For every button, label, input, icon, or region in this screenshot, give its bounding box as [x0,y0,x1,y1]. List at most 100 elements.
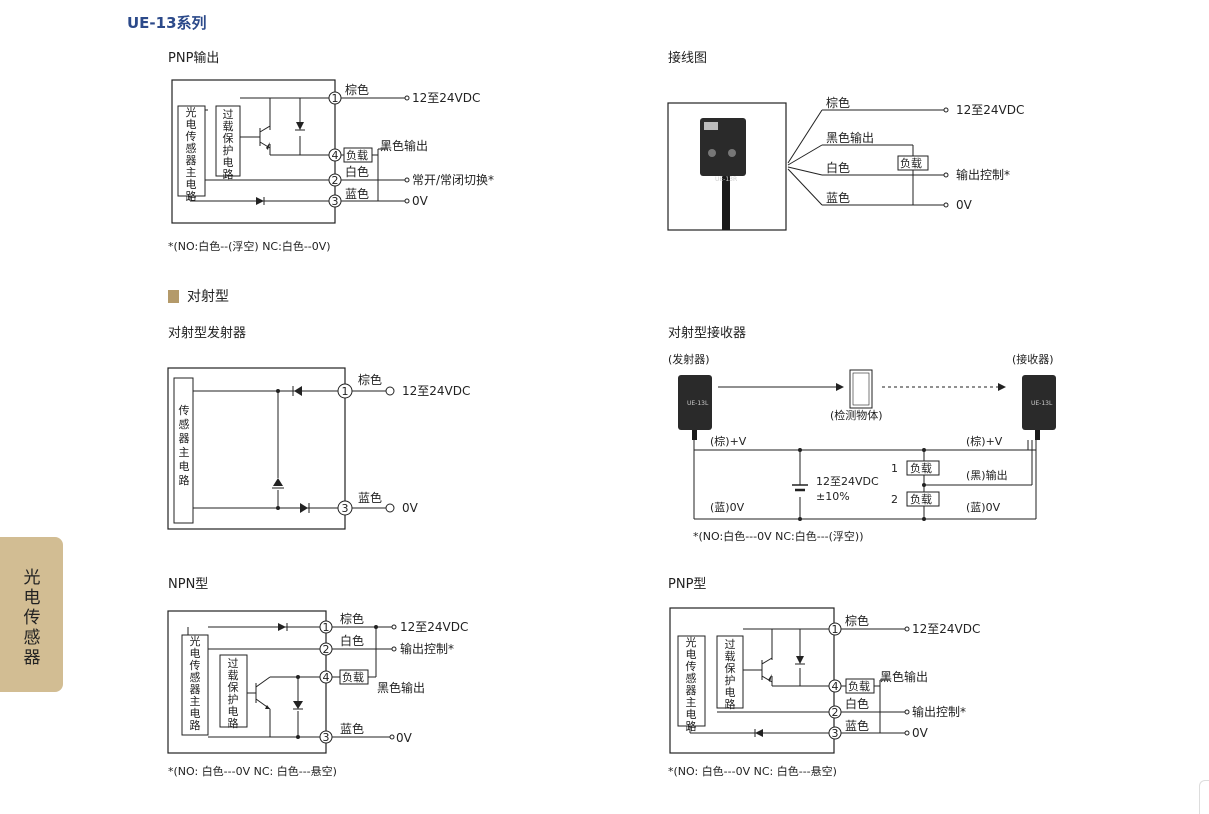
receiver-receiver-label: (接收器) [1012,352,1054,366]
receiver-supply-line2: ±10% [816,490,850,503]
npn-pin2: 2 [323,643,330,656]
pnp-bottom-pin1: 1 [832,623,839,636]
npn-note: *(NO: 白色---0V NC: 白色---悬空) [168,765,337,778]
receiver-emitter-model: UE-13L [687,400,709,407]
wiring-sensor-model: UE-13R [715,176,737,183]
pnp-top-load: 负载 [346,148,368,162]
pnp-bottom-protect-circuit-label: 过载保护电路 [725,638,736,711]
pnp-top-brown: 棕色 [345,82,369,97]
sensor-body-image [700,118,746,176]
pnp-bottom-0v: 0V [912,726,929,740]
emitter-title: 对射型发射器 [168,326,247,341]
npn-load: 负载 [342,670,364,684]
npn-protect-circuit-label: 过载保护电路 [228,657,239,730]
receiver-load2-num: 2 [891,493,898,506]
pnp-top-pin4: 4 [332,149,339,162]
pnp-bottom-pin4: 4 [832,680,839,693]
section-marker-icon [168,289,179,303]
receiver-blue-right: (蓝)0V [966,501,1001,514]
pnp-bottom-brown: 棕色 [845,613,869,628]
pnp-top-main-circuit-label: 光电传感器主电路 [186,105,197,203]
wiring-black-out: 黑色输出 [826,130,874,145]
pnp-output-title: PNP输出 [168,51,220,66]
emitter-main-circuit-label: 传感器主电路 [179,404,190,487]
wiring-supply: 12至24VDC [956,103,1024,117]
pnp-output-diagram: 光电传感器主电路 过载保护电路 1 4 2 3 棕色 负载 黑色输出 白色 蓝色… [171,79,494,224]
pnp-top-black-out: 黑色输出 [380,138,428,153]
receiver-supply-line1: 12至24VDC [816,475,879,488]
pnp-top-pin3: 3 [332,195,339,208]
category-side-tab-label: 光电传感器 [23,568,41,668]
pnp-bottom-pin3: 3 [832,727,839,740]
pnp-bottom-diagram: 光电传感器主电路 过载保护电路 1 4 2 3 棕色 负载 黑色输出 白色 蓝色… [669,607,980,754]
pnp-bottom-main-circuit-label: 光电传感器主电路 [686,635,697,733]
receiver-load1-num: 1 [891,462,898,475]
emitter-blue: 蓝色 [358,491,382,505]
pnp-bottom-white: 白色 [845,696,869,711]
npn-pin3: 3 [323,731,330,744]
receiver-diagram: (发射器) (接收器) UE-13L UE-13L (检测物体) (棕)+V [668,352,1056,521]
pnp-top-supply: 12至24VDC [412,91,480,105]
receiver-plus-v-right: (棕)+V [966,434,1003,448]
receiver-plus-v-left: (棕)+V [710,434,747,448]
npn-pin1: 1 [323,621,330,634]
npn-supply: 12至24VDC [400,620,468,634]
wiring-diagram-title: 接线图 [668,51,708,66]
receiver-load2: 负载 [910,492,932,506]
wiring-0v: 0V [956,198,973,212]
receiver-object-label: (检测物体) [830,408,883,422]
pnp-output-note: *(NO:白色--(浮空) NC:白色--0V) [168,240,331,253]
wiring-blue: 蓝色 [826,191,850,205]
wiring-brown: 棕色 [826,95,850,110]
npn-0v: 0V [396,731,413,745]
emitter-pin3: 3 [342,502,349,515]
emitter-sensor-image [678,375,712,430]
receiver-title: 对射型接收器 [668,326,747,341]
pnp-top-blue: 蓝色 [345,187,369,201]
npn-main-circuit-label: 光电传感器主电路 [190,634,201,732]
wiring-white: 白色 [826,160,850,175]
pnp-top-switch: 常开/常闭切换* [412,173,494,187]
receiver-black-out: (黑)输出 [966,468,1008,482]
receiver-note: *(NO:白色---0V NC:白色---(浮空)) [693,530,864,543]
pnp-bottom-output-control: 输出控制* [912,704,966,719]
section-heading-text: 对射型 [187,289,229,305]
receiver-blue-left: (蓝)0V [710,501,745,514]
npn-white: 白色 [340,633,364,648]
pnp-bottom-supply: 12至24VDC [912,622,980,636]
emitter-diagram: 传感器主电路 1 3 棕色 蓝色 12至24VDC 0V [167,367,470,530]
pnp-bottom-note: *(NO: 白色---0V NC: 白色---悬空) [668,765,837,778]
wiring-output-control: 输出控制* [956,167,1010,182]
npn-pin4: 4 [323,671,330,684]
pnp-top-protect-circuit-label: 过载保护电路 [223,108,234,181]
receiver-sensor-image [1022,375,1056,430]
section-heading: 对射型 [168,286,229,306]
emitter-pin1: 1 [342,385,349,398]
pnp-top-pin2: 2 [332,174,339,187]
pnp-top-0v: 0V [412,194,429,208]
emitter-supply: 12至24VDC [402,384,470,398]
npn-blue: 蓝色 [340,722,364,736]
npn-diagram: 光电传感器主电路 过载保护电路 1 2 4 3 棕色 白色 负载 黑色输出 蓝色… [167,610,468,754]
npn-output-control: 输出控制* [400,641,454,656]
receiver-receiver-model: UE-13L [1031,400,1053,407]
pnp-bottom-title: PNP型 [668,577,707,592]
pnp-bottom-black-out: 黑色输出 [880,669,928,684]
pnp-bottom-pin2: 2 [832,706,839,719]
emitter-0v: 0V [402,501,419,515]
category-side-tab[interactable] [0,537,63,692]
pnp-top-pin1: 1 [332,92,339,105]
npn-brown: 棕色 [340,611,364,626]
series-title: UE-13系列 [127,14,207,32]
page-corner [1199,780,1209,814]
pnp-bottom-load: 负载 [848,679,870,693]
receiver-emitter-label: (发射器) [668,352,710,366]
pnp-top-white: 白色 [345,164,369,179]
emitter-brown: 棕色 [358,372,382,387]
pnp-bottom-blue: 蓝色 [845,719,869,733]
receiver-load1: 负载 [910,461,932,475]
npn-black-out: 黑色输出 [377,680,425,695]
wiring-load: 负载 [900,156,922,170]
wiring-diagram: UE-13R 棕色 黑色输出 白色 蓝色 负载 12至24VDC 输出控制* 0… [667,95,1024,231]
npn-title: NPN型 [168,577,209,592]
